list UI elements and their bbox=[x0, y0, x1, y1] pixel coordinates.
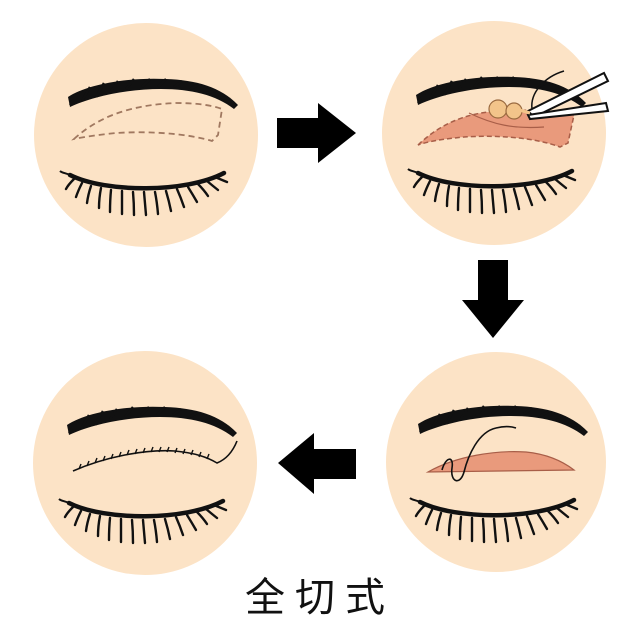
step-4-stitched bbox=[33, 351, 257, 575]
diagram-title: 全切式 bbox=[245, 575, 395, 621]
arrow-left-icon bbox=[278, 433, 356, 494]
arrow-right-icon bbox=[277, 103, 356, 163]
fat-pad bbox=[488, 99, 508, 119]
forceps-icon bbox=[526, 70, 610, 121]
step-2-tissue-removal bbox=[382, 21, 610, 245]
suture-thread bbox=[441, 425, 517, 482]
step-3-suturing bbox=[386, 352, 606, 572]
arrow-down-icon bbox=[462, 260, 524, 338]
stitch-marks bbox=[78, 446, 210, 470]
incision-area bbox=[427, 451, 576, 473]
step-1-marking bbox=[34, 23, 258, 247]
incision-outline-dashed bbox=[70, 102, 224, 143]
